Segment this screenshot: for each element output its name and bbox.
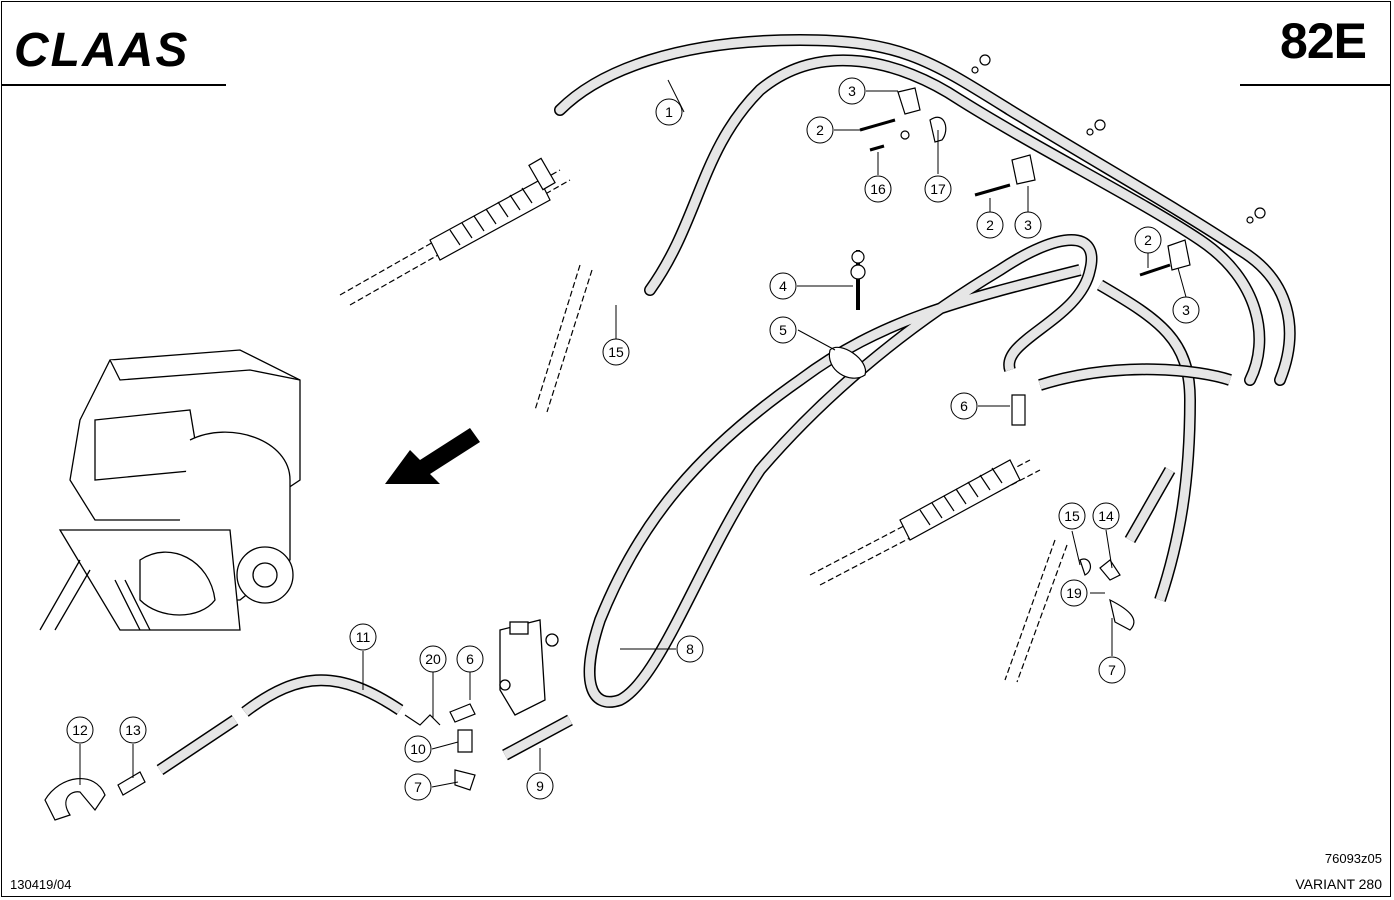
callout-4: 4 <box>769 272 797 300</box>
callout-2c: 2 <box>1134 226 1162 254</box>
svg-text:12: 12 <box>72 722 88 738</box>
model-name: VARIANT 280 <box>1295 876 1382 892</box>
svg-text:5: 5 <box>779 322 787 338</box>
svg-text:3: 3 <box>1182 302 1190 318</box>
svg-text:6: 6 <box>960 398 968 414</box>
svg-text:2: 2 <box>816 122 824 138</box>
callout-6a: 6 <box>950 392 978 420</box>
header-rule-left <box>2 84 226 86</box>
svg-text:14: 14 <box>1098 508 1114 524</box>
callout-1: 1 <box>655 98 683 126</box>
svg-text:17: 17 <box>930 181 946 197</box>
svg-text:7: 7 <box>1108 662 1116 678</box>
svg-text:13: 13 <box>125 722 141 738</box>
callout-3b: 3 <box>1014 211 1042 239</box>
valve-block <box>499 619 559 716</box>
callout-9: 9 <box>526 772 554 800</box>
svg-text:7: 7 <box>414 779 422 795</box>
hardware-parts <box>44 54 1266 821</box>
svg-text:1: 1 <box>665 104 673 120</box>
brand-logo-text: CLAAS <box>14 24 189 77</box>
svg-text:15: 15 <box>1064 508 1080 524</box>
callout-6b: 6 <box>456 645 484 673</box>
callout-16: 16 <box>864 175 892 203</box>
callout-balloons: 1 2 3 2 3 2 3 16 17 4 5 6 15 15 14 19 7 … <box>66 77 1200 801</box>
direction-arrow <box>385 428 480 484</box>
header-rule-right <box>1240 84 1390 86</box>
callout-15a: 15 <box>602 338 630 366</box>
callout-10: 10 <box>404 735 432 763</box>
cylinder-upper <box>339 157 571 306</box>
cylinder-lower <box>809 459 1041 586</box>
callout-3c: 3 <box>1172 296 1200 324</box>
sheet-number: 82E <box>1280 13 1367 69</box>
svg-text:3: 3 <box>1024 217 1032 233</box>
callout-15b: 15 <box>1058 502 1086 530</box>
svg-text:20: 20 <box>425 651 441 667</box>
document-code: 130419/04 <box>10 877 72 892</box>
callout-14: 14 <box>1092 502 1120 530</box>
callout-17: 17 <box>924 175 952 203</box>
callout-19: 19 <box>1060 579 1088 607</box>
ram-lower <box>1004 539 1068 683</box>
callout-11: 11 <box>349 623 377 651</box>
drawing-number: 76093z05 <box>1324 851 1382 866</box>
callout-20: 20 <box>419 645 447 673</box>
svg-text:9: 9 <box>536 778 544 794</box>
callout-7a: 7 <box>1098 656 1126 684</box>
callout-leaders <box>79 79 1187 788</box>
svg-text:15: 15 <box>608 344 624 360</box>
svg-text:16: 16 <box>870 181 886 197</box>
svg-text:3: 3 <box>848 83 856 99</box>
hose-11 <box>156 674 404 775</box>
svg-text:4: 4 <box>779 278 787 294</box>
callout-2a: 2 <box>806 116 834 144</box>
baler-illustration <box>39 349 301 631</box>
callout-13: 13 <box>119 716 147 744</box>
svg-text:11: 11 <box>356 629 371 645</box>
callout-12: 12 <box>66 716 94 744</box>
callout-3a: 3 <box>838 77 866 105</box>
hose-8 <box>583 234 1232 708</box>
svg-text:6: 6 <box>466 651 474 667</box>
callout-2b: 2 <box>976 211 1004 239</box>
svg-text:8: 8 <box>686 641 694 657</box>
callout-5: 5 <box>769 316 797 344</box>
hose-9 <box>502 714 573 761</box>
ram-upper <box>534 264 593 413</box>
callout-7b: 7 <box>404 773 432 801</box>
svg-text:2: 2 <box>986 217 994 233</box>
brand-logo: CLAAS <box>14 24 189 77</box>
svg-text:19: 19 <box>1066 585 1082 601</box>
svg-text:2: 2 <box>1144 232 1152 248</box>
svg-text:10: 10 <box>410 741 426 757</box>
callout-8: 8 <box>676 635 704 663</box>
hose-1 <box>554 33 1296 386</box>
